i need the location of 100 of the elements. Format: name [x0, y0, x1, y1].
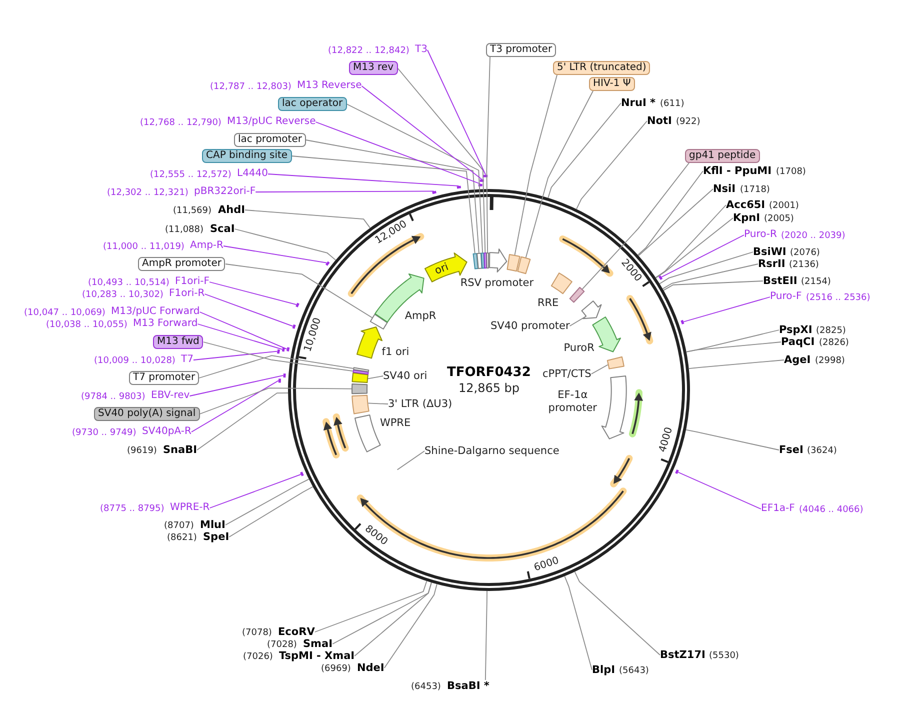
- feature-block: [517, 256, 531, 274]
- coordinate-label: (2020 .. 2039): [781, 230, 846, 240]
- primer-mark: [292, 324, 296, 329]
- primer-label: F1ori-F: [175, 276, 210, 288]
- coordinate-label: (12,302 .. 12,321): [107, 188, 188, 198]
- leader-line: [189, 374, 284, 396]
- plasmid-name: TFORF0432: [447, 364, 531, 380]
- coordinate-label: (3624): [807, 446, 837, 456]
- leader-line: [361, 86, 482, 180]
- orf-arc: [628, 389, 644, 438]
- leader-line: [590, 364, 608, 374]
- leader-line: [255, 190, 434, 192]
- leader-line: [198, 355, 354, 378]
- feature-label: AmpR: [404, 310, 436, 323]
- feature-block: [569, 286, 585, 303]
- primer-label: L4440: [237, 168, 268, 180]
- leader-line: [191, 380, 279, 432]
- feature-label: PuroR: [564, 342, 594, 356]
- leader-line: [678, 472, 762, 510]
- feature-block: [506, 254, 520, 272]
- primer-mark: [675, 469, 679, 474]
- leader-line: [225, 264, 373, 318]
- enzyme-label: EcoRV: [278, 626, 315, 638]
- leader-line: [686, 330, 780, 352]
- coordinate-label: (9730 .. 9749): [72, 428, 136, 438]
- primer-mark: [300, 472, 304, 476]
- enzyme-label: RsrII: [758, 258, 786, 270]
- primer-label: T3: [415, 44, 428, 56]
- leader-line: [228, 486, 314, 538]
- enzyme-label: SnaBI: [163, 444, 198, 456]
- scale-label: 6000: [532, 556, 561, 575]
- enzyme-label: KpnI: [733, 212, 760, 224]
- leader-line: [204, 294, 294, 327]
- coordinate-label: (9619): [127, 446, 157, 456]
- leader-line: [637, 170, 704, 256]
- leader-line: [396, 450, 425, 470]
- coordinate-label: (2005): [764, 214, 794, 224]
- leader-line: [655, 218, 734, 278]
- enzyme-label: TspMI - XmaI: [279, 650, 355, 662]
- primer-mark: [432, 190, 436, 194]
- feature-tag: M13 fwd: [153, 335, 204, 349]
- coordinate-label: (2825): [816, 326, 846, 336]
- leader-line: [368, 402, 388, 404]
- coordinate-label: (12,787 .. 12,803): [210, 82, 292, 92]
- enzyme-label: BlpI: [592, 664, 616, 676]
- primer-mark: [456, 186, 462, 189]
- coordinate-label: (2076): [790, 248, 820, 258]
- feature-tag: SV40 poly(A) signal: [94, 407, 200, 421]
- primer-label: EBV-rev: [151, 390, 190, 402]
- coordinate-label: (922): [676, 116, 700, 126]
- coordinate-label: (8621): [167, 532, 197, 542]
- feature-label: Shine-Dalgarno sequence: [424, 444, 560, 458]
- leader-line: [486, 56, 490, 253]
- primer-label: WPRE-R: [170, 502, 210, 514]
- leader-line: [662, 264, 758, 290]
- leader-line: [199, 312, 288, 350]
- primer-label: M13 Reverse: [297, 80, 362, 92]
- primer-mark: [325, 261, 330, 266]
- leader-line: [354, 582, 432, 656]
- enzyme-label: BsiWI: [753, 246, 786, 258]
- primer-label: M13 Forward: [133, 318, 198, 330]
- primer-mark: [286, 347, 290, 352]
- primer-mark: [483, 174, 488, 178]
- enzyme-label: NdeI: [357, 662, 384, 674]
- coordinate-label: (2001): [769, 200, 799, 210]
- scale-label: 10,000: [302, 316, 324, 354]
- feature-tag: M13 rev: [349, 61, 398, 75]
- primer-label: F1ori-R: [169, 288, 205, 300]
- coordinate-label: (2998): [815, 356, 845, 366]
- feature-tag: CAP binding site: [202, 149, 292, 163]
- orf-arc: [322, 418, 340, 458]
- primer-label: Amp-R: [190, 240, 224, 252]
- coordinate-label: (7078): [242, 628, 272, 638]
- coordinate-label: (10,283 .. 10,302): [82, 290, 164, 300]
- coordinate-label: (1708): [776, 166, 806, 176]
- feature-label: WPRE: [380, 416, 411, 430]
- coordinate-label: (2826): [819, 338, 849, 348]
- enzyme-label: FseI: [779, 444, 804, 456]
- enzyme-label: BstEII: [763, 275, 798, 287]
- leader-line: [574, 571, 660, 656]
- leader-line: [268, 174, 460, 186]
- feature-tag: lac promoter: [234, 133, 306, 147]
- feature-label: RSV promoter: [460, 276, 534, 290]
- coordinate-label: (4046 .. 4066): [799, 504, 864, 514]
- leader-line: [225, 478, 310, 526]
- leader-line: [514, 74, 558, 256]
- enzyme-label: SpeI: [203, 531, 230, 543]
- primer-label: Puro-R: [744, 229, 777, 241]
- enzyme-label: BstZ17I: [660, 649, 706, 661]
- coordinate-label: (5530): [709, 650, 739, 660]
- coordinate-label: (10,038 .. 10,055): [46, 320, 128, 330]
- plasmid-size: 12,865 bp: [458, 381, 520, 395]
- enzyme-label: BsaBI *: [447, 680, 490, 692]
- feature-tag: T7 promoter: [129, 371, 200, 385]
- feature-block: [606, 356, 624, 370]
- coordinate-label: (5643): [619, 666, 649, 676]
- feature-label: f1 ori: [382, 346, 410, 359]
- feature-label: 3' LTR (ΔU3): [388, 398, 452, 410]
- enzyme-label: PspXI: [779, 324, 812, 336]
- leader-line: [197, 324, 283, 350]
